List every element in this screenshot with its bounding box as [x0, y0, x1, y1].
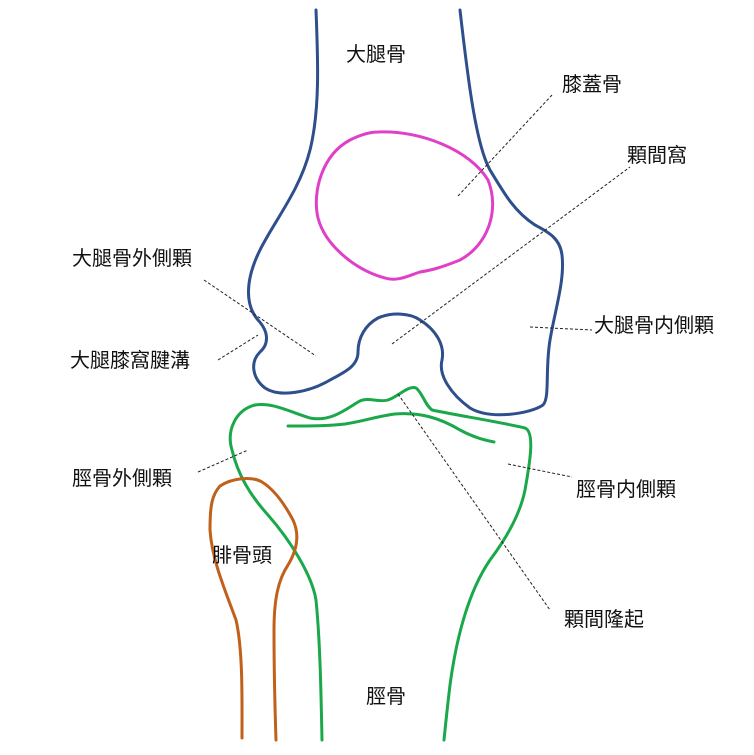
- label-popliteal-groove: 大腿膝窩腱溝: [70, 348, 190, 372]
- label-fibular-head: 腓骨頭: [212, 543, 272, 567]
- label-patella: 膝蓋骨: [562, 72, 622, 96]
- label-intercondylar-eminence: 顆間隆起: [564, 607, 644, 631]
- leader-intercondylar-fossa: [391, 166, 631, 345]
- label-medial-tibial-condyle: 脛骨内側顆: [576, 477, 676, 501]
- tibia-inner-rim: [286, 412, 496, 444]
- leader-lateral-tibial-condyle: [197, 449, 249, 473]
- label-medial-femoral-condyle: 大腿骨内側顆: [594, 313, 714, 337]
- patella-outline: [314, 130, 495, 281]
- femur-outline: [247, 8, 565, 417]
- leader-intercondylar-eminence: [397, 393, 551, 611]
- label-femur: 大腿骨: [346, 42, 406, 66]
- fibula-left-edge: [208, 477, 299, 742]
- leader-patella: [457, 94, 553, 197]
- leader-medial-femoral-condyle: [529, 326, 593, 331]
- fibula-outline: [208, 477, 299, 742]
- leader-lateral-femoral-condyle: [203, 279, 317, 357]
- label-intercondylar-fossa: 顆間窩: [627, 143, 687, 167]
- leader-medial-tibial-condyle: [507, 463, 573, 478]
- tibia-outline: [228, 386, 533, 742]
- leader-popliteal-groove: [217, 334, 259, 361]
- femur-lateral-edge: [247, 8, 565, 417]
- label-tibia: 脛骨: [366, 684, 406, 708]
- label-lateral-femoral-condyle: 大腿骨外側顆: [72, 246, 192, 270]
- tibia-plateau: [228, 386, 533, 742]
- label-lateral-tibial-condyle: 脛骨外側顆: [72, 466, 172, 490]
